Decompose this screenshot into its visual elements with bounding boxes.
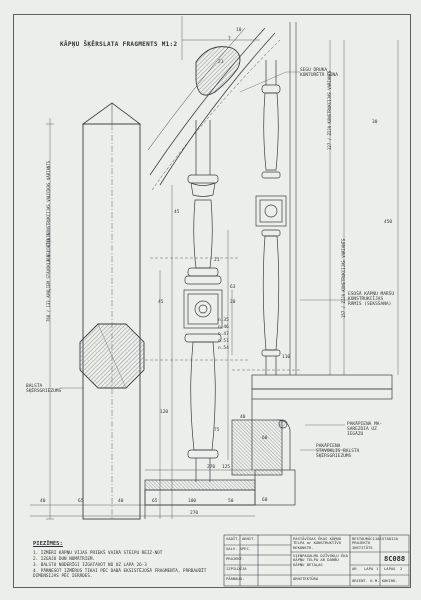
dim-label: 20 (230, 300, 236, 305)
title-block-row: PROJEKT. (226, 556, 245, 561)
bottom-dim: 65 (78, 499, 84, 504)
bottom-dim: 65 (152, 499, 158, 504)
drawing-frame (13, 14, 411, 588)
tread-note: PAKĀPIENA MA-SAREZOIA UZ IEGĀZU (347, 422, 383, 437)
handrail-note: SEGU DRUKA KONTURĒTĀ ŠŪNA (300, 68, 338, 78)
side-baluster (255, 60, 287, 375)
right-dim-mid: 157 / ZIJA KONSTRUKCIJAS VARIANTS (341, 238, 346, 318)
title-block-sheet-no: 1 (376, 566, 379, 571)
dim-label: 40 (240, 415, 246, 420)
dim-label: 450 (384, 220, 393, 225)
title-block-row: IZPILDĪJA (226, 566, 247, 571)
title-block-footer: ORIENT. K.M. KOKIRK. (352, 578, 398, 583)
post-mid-dimension-label: 268 / ZIJA KONSTRUKCIJAS VALDIKAS VARIAN… (46, 160, 51, 262)
dim-label: 10 (236, 28, 242, 33)
title-block-object: PASTĀVĪGAS ĒKAS KĀPŅU TELPA ar KONSTRUKT… (293, 536, 342, 550)
title-block-org: RESTAURĀCIJAS PROJEKTU INSTITŪTS (352, 536, 382, 550)
dim-label: 60 (262, 436, 268, 441)
title-block (223, 534, 410, 587)
dim-label: 21 (218, 60, 224, 65)
post-note: BALSTA ŠĶĒRSGRIEZUMS (26, 384, 62, 394)
title-block-stage-label: STADIJA (382, 536, 399, 541)
title-block-row: GALV. SPEC. (226, 546, 252, 551)
title-block-content: VIENPAGALMA DZĪVOKĻU ĒKA KĀPŅU TELPA AR … (293, 553, 348, 567)
bottom-dim: 100 (188, 499, 197, 504)
dim-label: 270 (207, 465, 216, 470)
riser-note: PAKĀPIENA STAVOKĻIS BALSTA ŠĶĒRSGRIEZUMS (316, 444, 360, 459)
right-dim-top: 127 / ZIJA KONSTRUKCIJAS VARIANTS (327, 70, 332, 150)
dim-label: 63 (230, 285, 236, 290)
dim-label: 30 (372, 120, 378, 125)
bottom-dim: 50 (228, 499, 234, 504)
note-item: 1. IZMĒRI KĀPŅU VIJAS PRIEKŠ VAIRĀ STEIP… (33, 551, 163, 556)
title-block-sheet-no-label: LAPA (364, 566, 374, 571)
dim-label: 110 (282, 355, 291, 360)
title-block-sheet-label: ARHITEKTŪRA (293, 576, 319, 581)
title-block-sheets-label: LAPAS (384, 566, 396, 571)
newel-post (79, 102, 145, 520)
dim-label: n.46 (218, 325, 229, 330)
dim-label: 7 (228, 37, 231, 42)
dim-label: 45 (174, 210, 180, 215)
drawing-title: KĀPŅU ŠĶĒRSLATA FRAGMENTS M1:2 (60, 41, 178, 48)
leader-lines (60, 71, 350, 451)
dimension-lines (30, 16, 399, 520)
stair-note: ESOŠĀ KĀPŅU MARŠU KONSTRUKCIJAS RĀMIS (S… (348, 292, 395, 307)
title-block-row: VADĪT. ARHIT. (226, 536, 256, 541)
dim-label: 75 (214, 428, 220, 433)
notes-heading: PIEZĪMES: (33, 541, 63, 547)
stamp-number: 8C088 (384, 555, 406, 563)
note-item: 4. PĀRNESOT IZMĒRUS TIKAI PĒC DABĀ EKSIS… (33, 569, 207, 579)
handrail-ramp (147, 22, 297, 375)
title-block-stage: AR (352, 566, 357, 571)
note-item: 2. IZGĀJU DUN NOMĀTRIEM. (33, 557, 96, 562)
title-block-row: PĀRBAUD. (226, 576, 245, 581)
dim-label: n.54 (218, 346, 229, 351)
dim-label: 21 (214, 258, 220, 263)
stair-section (144, 374, 393, 519)
note-item: 3. BALSTU NODERĪGI IZGATAVOT NO UZ LAPA … (33, 563, 147, 568)
bottom-dim: 270 (190, 511, 199, 516)
title-block-sheets: 2 (400, 566, 403, 571)
bottom-dim: 40 (40, 499, 46, 504)
dim-label: n.35 (218, 318, 229, 323)
dim-label: 125 (222, 465, 231, 470)
dim-label: 60 (262, 498, 268, 503)
front-baluster (183, 120, 223, 482)
dim-label: n.47 (218, 332, 229, 337)
bottom-dim: 40 (118, 499, 124, 504)
dim-label: n.51 (218, 339, 229, 344)
dim-label: 120 (160, 410, 169, 415)
dim-label: 45 (158, 300, 164, 305)
